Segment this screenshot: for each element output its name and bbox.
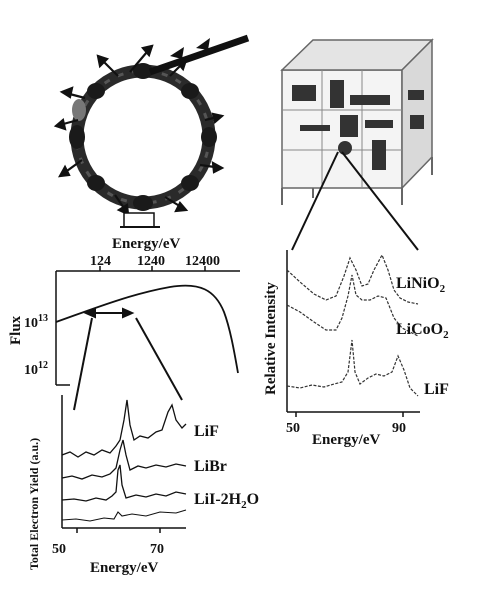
ri-spectrum-licoo2: [286, 274, 419, 337]
tey-series-label-lif: LiF: [194, 423, 219, 440]
top-axis-label: Energy/eV: [112, 236, 180, 252]
flux-ytick: 1012: [24, 360, 48, 378]
tey-series-label-libr: LiBr: [194, 458, 227, 475]
beamline-arrows: [53, 44, 225, 216]
flux-range-arrow: [83, 307, 135, 319]
flux-connector-line: [135, 317, 183, 401]
top-axis-tick: 1240: [137, 254, 165, 269]
ri-xtick: 50: [286, 421, 300, 436]
ri-panel: Relative Intensity 50 90 Energy/eV LiNiO…: [263, 250, 449, 448]
flux-connector-line: [73, 317, 93, 411]
ri-series-label-licoo2: LiCoO2: [396, 321, 449, 341]
ri-spectrum-linio2: [286, 253, 419, 305]
ri-spectrum-lif: [286, 339, 419, 397]
injection-beamline: [148, 34, 250, 76]
tey-xtick: 70: [150, 542, 164, 557]
top-axis-tick: 12400: [185, 254, 220, 269]
tey-spectrum-lii-lower: [61, 509, 187, 522]
top-energy-axis: Energy/eV 124 1240 12400: [56, 236, 240, 272]
tey-xlabel: Energy/eV: [90, 560, 158, 576]
ri-ylabel: Relative Intensity: [263, 282, 279, 395]
flux-ytick: 1013: [24, 313, 48, 331]
flux-ylabel: Flux: [8, 315, 24, 345]
synchrotron-ring: [69, 63, 217, 211]
flux-panel: Flux 1013 1012: [8, 271, 239, 411]
tey-spectrum-lif: [61, 399, 187, 458]
tey-panel: Total Electron Yield (a.u.) 50 70 Energy…: [27, 395, 259, 576]
tey-spectrum-libr: [61, 439, 187, 480]
tey-ylabel: Total Electron Yield (a.u.): [27, 438, 41, 570]
ri-series-label-linio2: LiNiO2: [396, 275, 446, 295]
ri-xlabel: Energy/eV: [312, 432, 380, 448]
machine-to-ri-connectors: [291, 151, 419, 251]
tey-spectrum-lii: [61, 464, 187, 502]
bending-magnet-box: [120, 212, 160, 228]
ri-xtick: 90: [392, 421, 406, 436]
ri-series-label-lif: LiF: [424, 381, 449, 398]
flux-curve: [55, 284, 239, 374]
top-axis-tick: 124: [90, 254, 111, 269]
endstation-machine: [280, 38, 434, 205]
tey-xtick: 50: [52, 542, 66, 557]
tey-series-label-lii: LiI-2H2O: [194, 491, 259, 511]
